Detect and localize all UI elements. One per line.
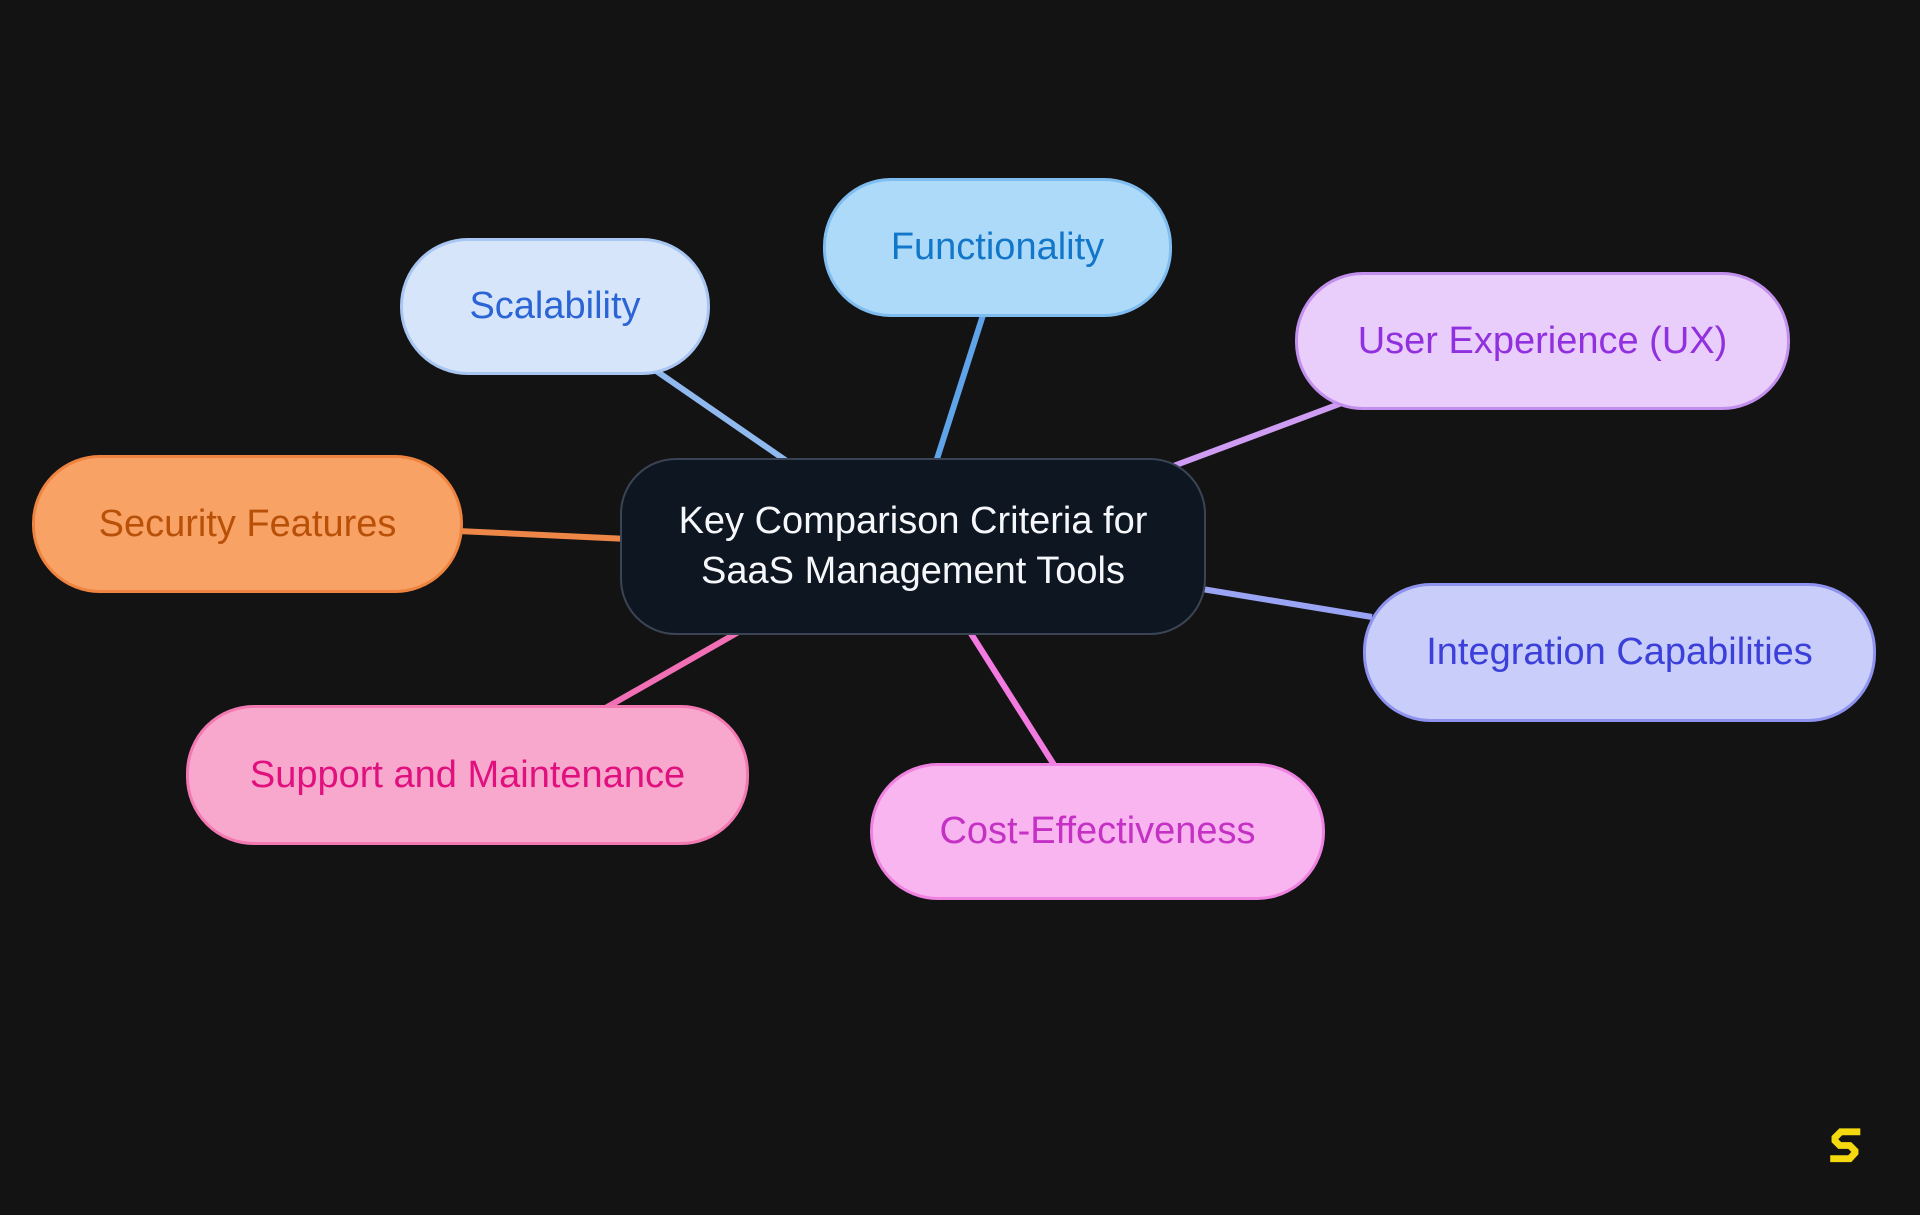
connector-scalability (650, 365, 790, 465)
node-functionality[interactable]: Functionality (823, 178, 1172, 317)
connector-security-features (457, 528, 629, 542)
node-root[interactable]: Key Comparison Criteria for SaaS Managem… (620, 458, 1206, 635)
node-user-experience[interactable]: User Experience (UX) (1295, 272, 1790, 410)
node-integration-capabilities-label: Integration Capabilities (1426, 631, 1813, 673)
node-security-features-label: Security Features (98, 502, 397, 545)
connector-functionality (933, 311, 987, 463)
node-user-experience-label: User Experience (UX) (1357, 319, 1728, 362)
node-scalability-label: Scalability (469, 285, 641, 327)
connector-user-experience (1166, 400, 1344, 471)
connector-support-and-maintenance (600, 627, 744, 713)
node-root-label: Key Comparison Criteria for SaaS Managem… (678, 500, 1148, 592)
connector-cost-effectiveness (967, 630, 1059, 770)
node-support-and-maintenance[interactable]: Support and Maintenance (186, 705, 749, 845)
node-support-and-maintenance-label: Support and Maintenance (249, 753, 686, 796)
s-logo-icon (1826, 1128, 1864, 1163)
node-scalability[interactable]: Scalability (400, 238, 710, 375)
node-cost-effectiveness[interactable]: Cost-Effectiveness (870, 763, 1325, 900)
node-security-features[interactable]: Security Features (32, 455, 463, 593)
node-cost-effectiveness-label: Cost-Effectiveness (939, 810, 1256, 852)
connector-integration-capabilities (1201, 586, 1373, 620)
node-functionality-label: Functionality (890, 226, 1105, 268)
node-integration-capabilities[interactable]: Integration Capabilities (1363, 583, 1876, 722)
